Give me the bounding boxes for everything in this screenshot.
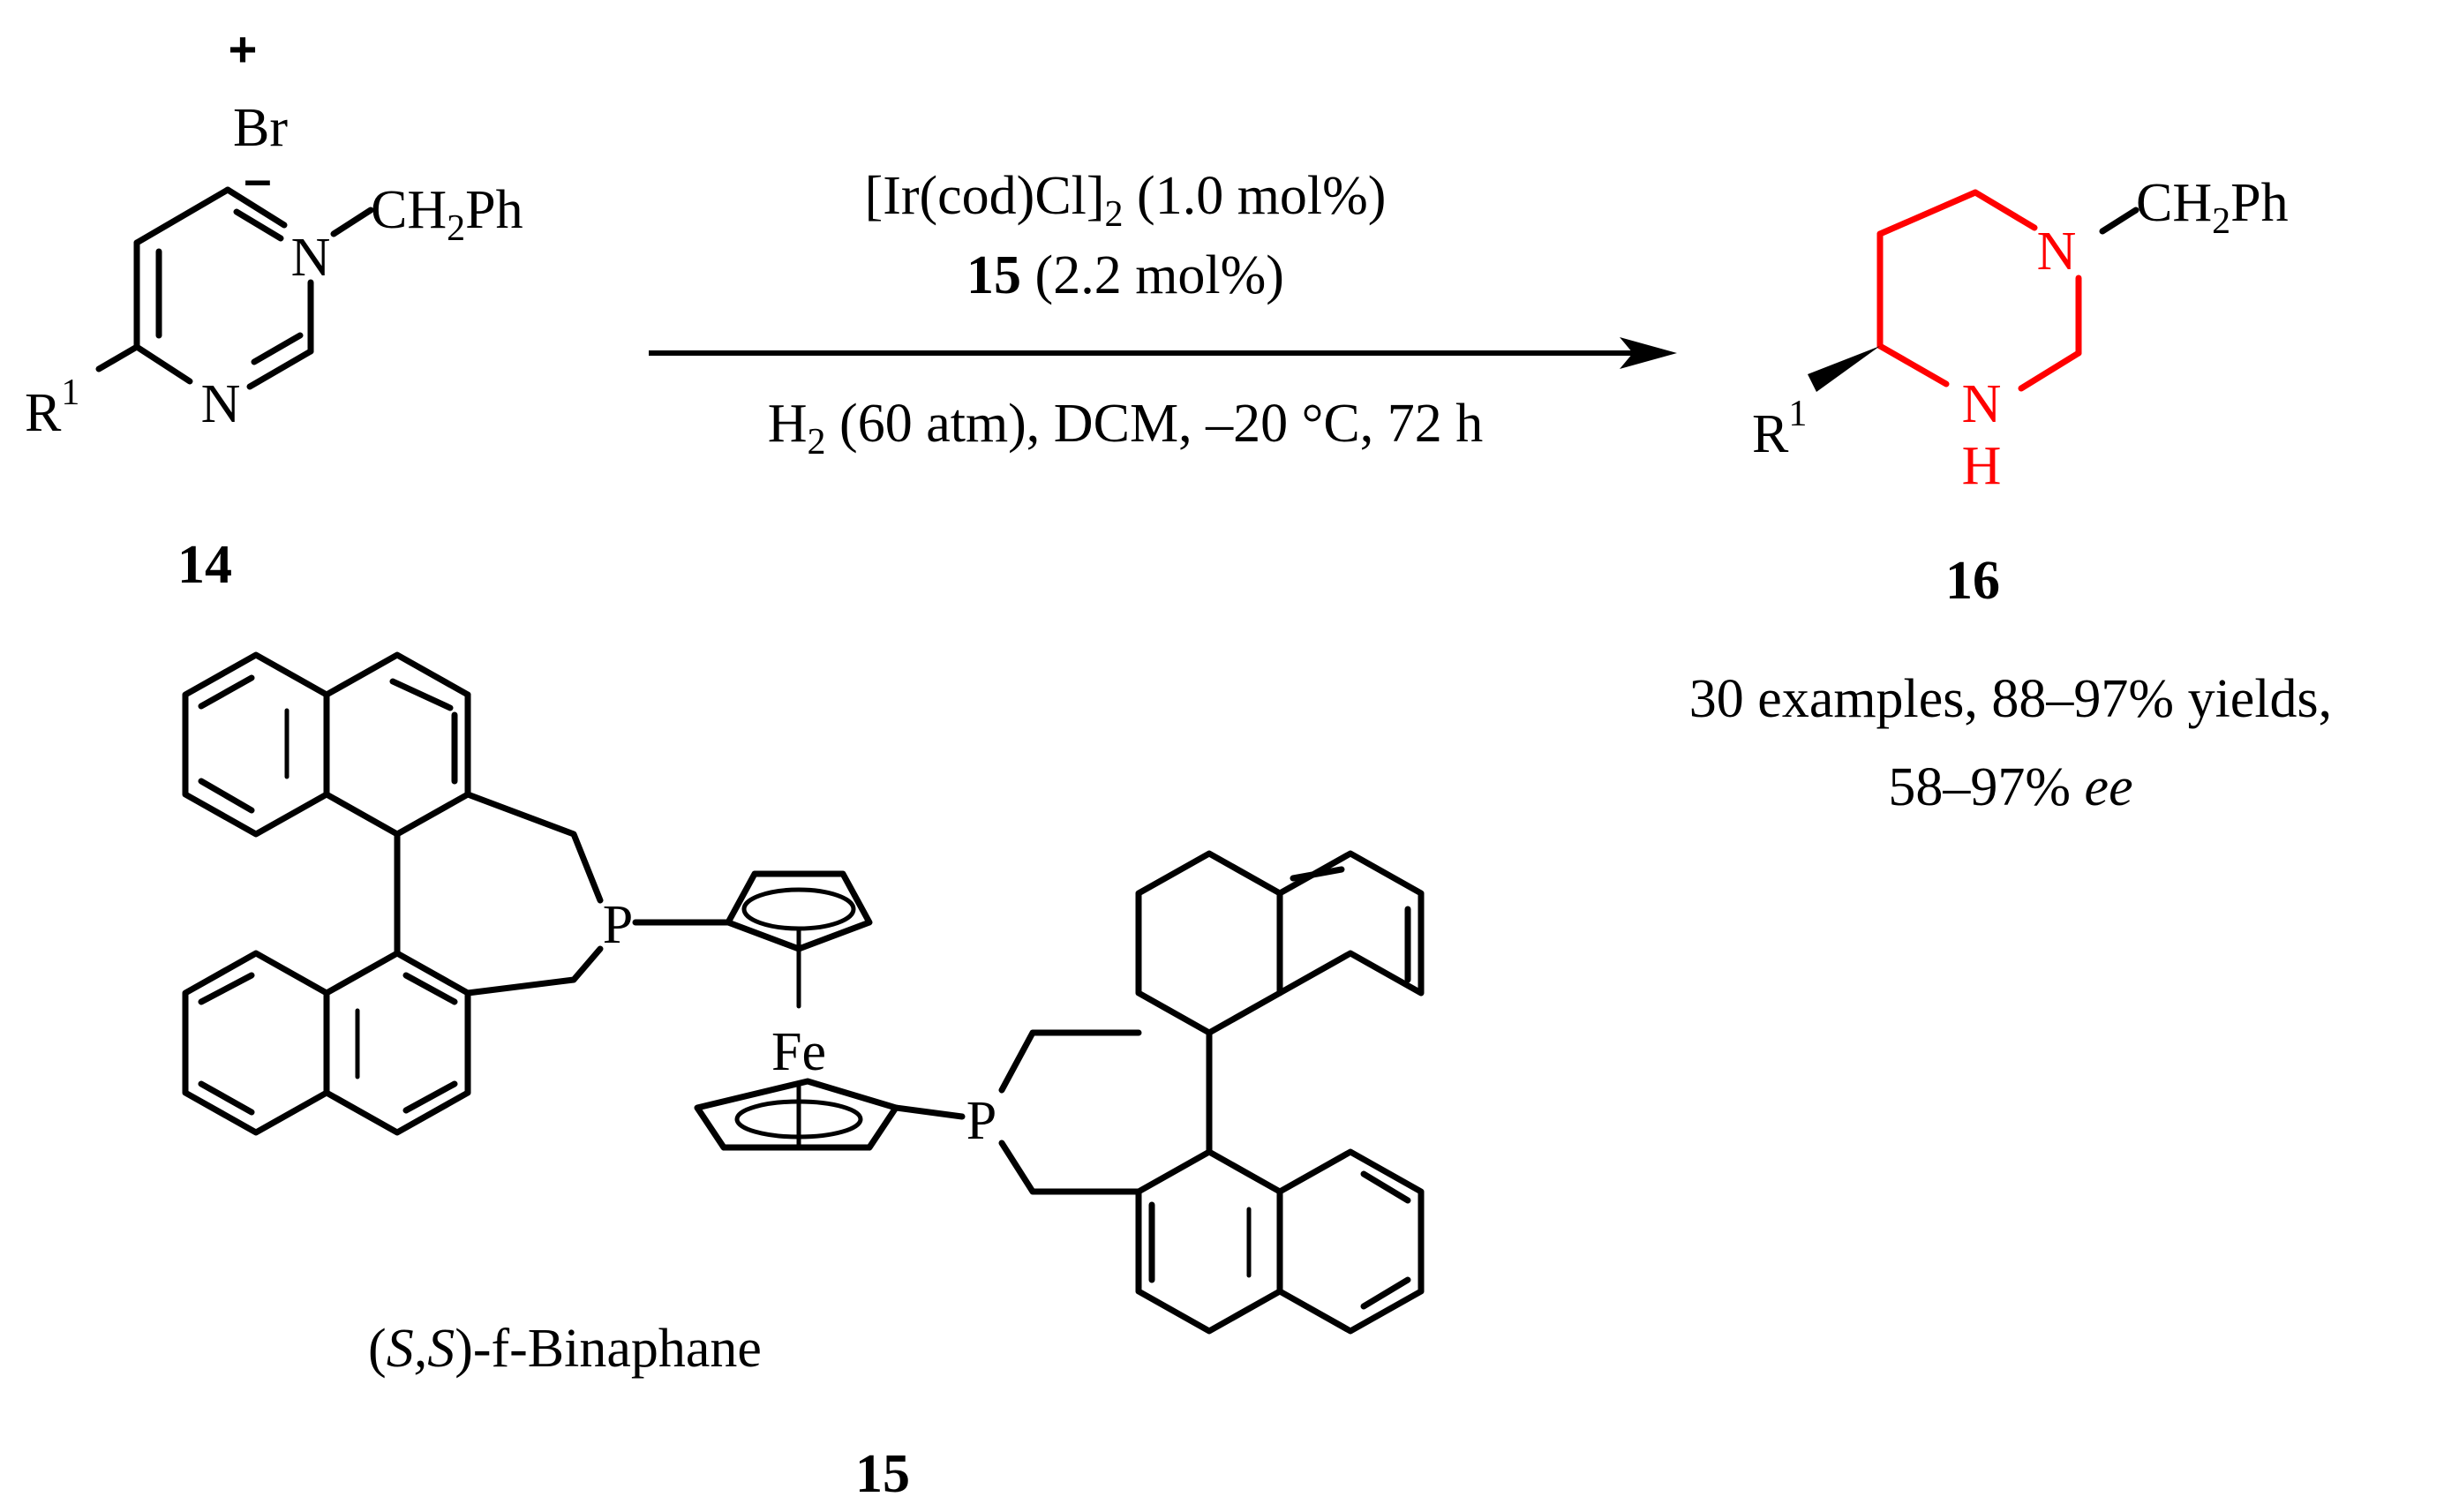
substrate-number: 14: [177, 535, 232, 595]
ligand-number: 15: [855, 1444, 910, 1504]
product-n1-label: N: [2037, 222, 2077, 282]
reaction-arrow: [649, 337, 1677, 369]
hydrogenation-condition: H2 (60 atm), DCM, –20 °C, 72 h: [768, 394, 1483, 463]
substrate-n-substituent: CH2Ph: [371, 180, 523, 249]
substrate-bromide-label: Br: [233, 98, 288, 158]
ligand-15-structure: [182, 651, 1425, 1335]
product-number: 16: [1945, 551, 2000, 611]
substrate-n3-label: N: [201, 374, 241, 434]
product-scope-line2: 58–97% ee: [1888, 757, 2132, 817]
substrate-minus-charge: –: [244, 151, 271, 207]
ligand-name: (S,S)-f-Binaphane: [368, 1319, 762, 1379]
product-16-bonds: [2099, 207, 2139, 235]
product-16-ring: [1876, 189, 2082, 392]
product-n-substituent: CH2Ph: [2136, 173, 2289, 242]
substrate-r1-label: R1: [25, 372, 79, 443]
ligand-fe-label: Fe: [771, 1022, 826, 1082]
ligand-condition: 15 (2.2 mol%): [966, 245, 1284, 305]
substrate-14: [95, 186, 374, 390]
ligand-p-upper-label: P: [603, 895, 633, 955]
substrate-plus-charge: +: [229, 21, 258, 77]
product-nh-h-label: H: [1962, 436, 2002, 496]
ligand-p-lower-label: P: [966, 1091, 996, 1151]
substrate-n1-label: N: [291, 228, 331, 288]
product-nh-n-label: N: [1962, 374, 2002, 434]
product-stereo-wedge: [1808, 346, 1880, 392]
product-scope-line1: 30 examples, 88–97% yields,: [1689, 669, 2332, 729]
product-r1-label: R1: [1752, 394, 1807, 464]
catalyst-condition: [Ir(cod)Cl]2 (1.0 mol%): [865, 166, 1387, 235]
